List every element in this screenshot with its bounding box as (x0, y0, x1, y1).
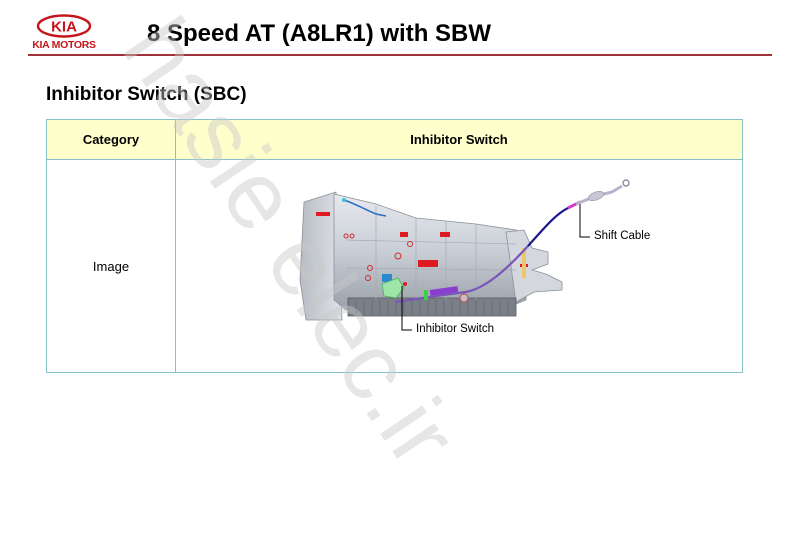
transmission-figure: Shift Cable Inhibitor Switch (176, 160, 742, 372)
header-category: Category (46, 119, 176, 160)
inhibitor-switch-leader (401, 286, 412, 331)
slide-title: 8 Speed AT (A8LR1) with SBW (147, 20, 492, 47)
bell-housing (299, 191, 343, 321)
cable-end (575, 184, 623, 206)
title-divider (28, 54, 772, 56)
cable-clip (424, 290, 428, 300)
logo-brand: KIA (51, 19, 77, 36)
inhibitor-switch-label: Inhibitor Switch (416, 323, 494, 335)
cable-bracket (429, 286, 459, 296)
switch-bolt (403, 282, 407, 286)
shift-cable-sheath (527, 207, 569, 247)
shift-cable-label: Shift Cable (594, 230, 651, 242)
kia-oval-icon: KIA (36, 14, 92, 38)
switch-connector (382, 274, 392, 282)
yellow-seal (522, 248, 526, 278)
figure-cell: Shift Cable Inhibitor Switch (175, 159, 743, 373)
table-row: Image (46, 159, 743, 373)
cable-mount (459, 293, 469, 303)
section-title: Inhibitor Switch (SBC) (46, 84, 247, 105)
transmission-illustration (299, 179, 630, 331)
table-header-row: Category Inhibitor Switch (46, 119, 743, 160)
cable-eyelet (622, 179, 630, 187)
case-ribs (345, 206, 517, 300)
category-cell: Image (46, 159, 176, 373)
red-bolts (343, 233, 413, 281)
shift-cable-leader (579, 204, 590, 238)
cable-boot (588, 191, 604, 201)
kia-motors-logo: KIA KIA MOTORS (28, 14, 100, 54)
transmission-case (333, 193, 527, 311)
hose-fitting (342, 198, 346, 202)
oil-pan-ribs (355, 300, 509, 315)
oil-pan (347, 297, 517, 317)
extension-housing (505, 229, 563, 303)
logo-text: KIA MOTORS (32, 39, 96, 51)
spec-table: Category Inhibitor Switch Image (46, 119, 743, 373)
inhibitor-switch-part (381, 277, 405, 299)
header-inhibitor-switch: Inhibitor Switch (175, 119, 743, 160)
hose (343, 199, 387, 217)
